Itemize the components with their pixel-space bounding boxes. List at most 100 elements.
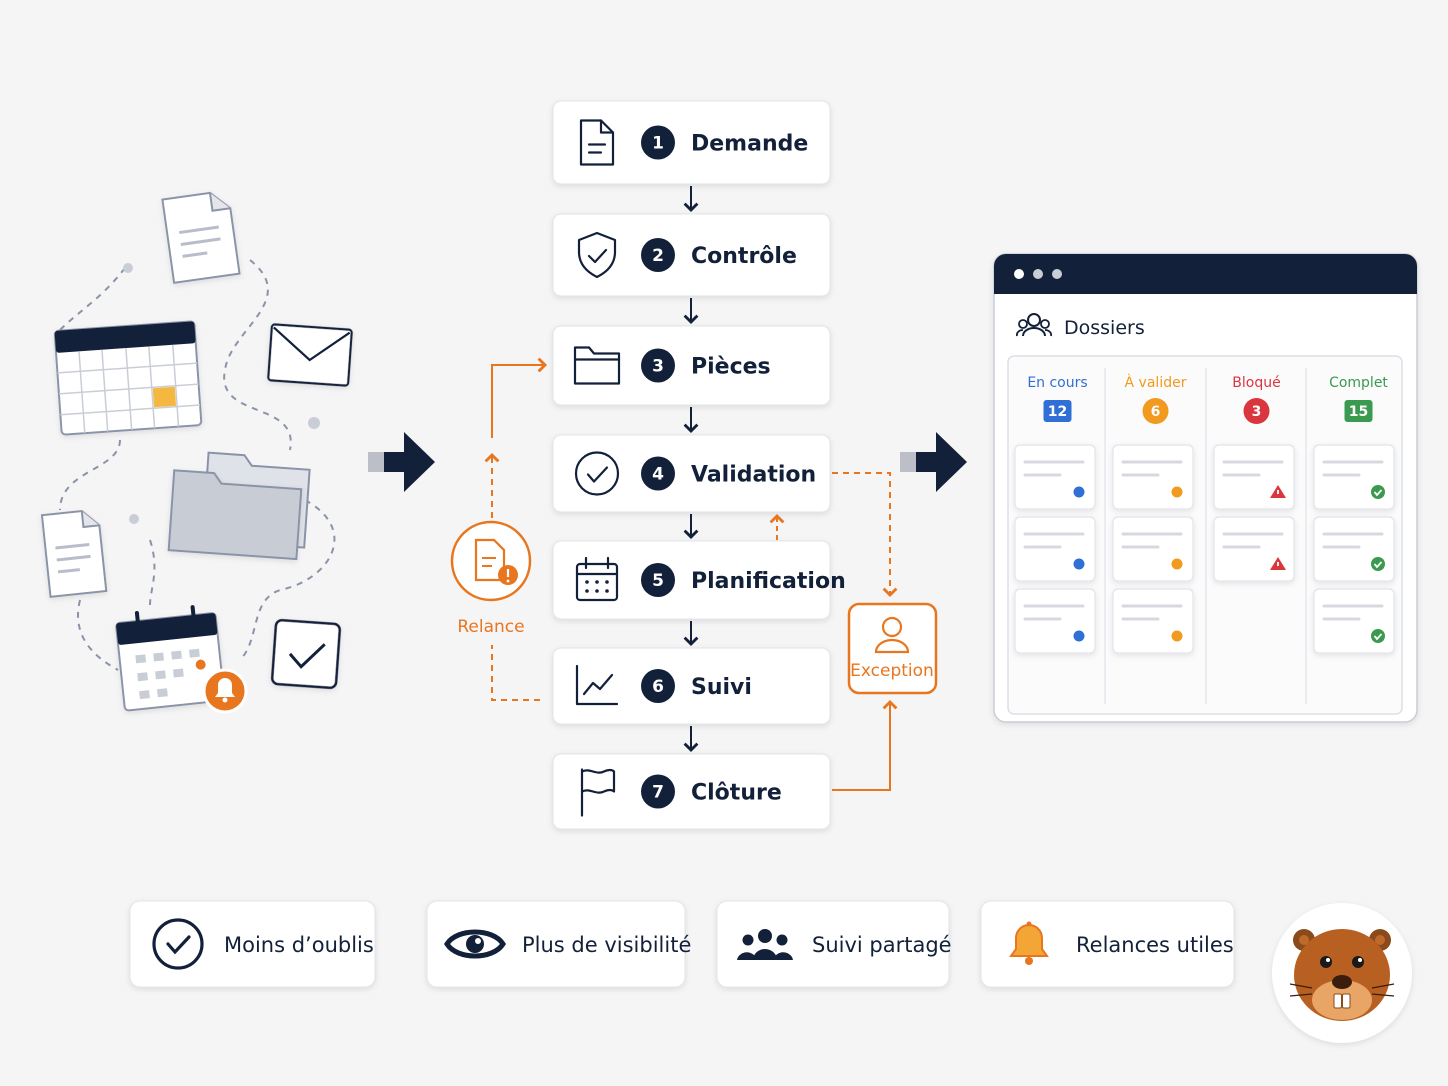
kanban-card[interactable] [1313, 444, 1395, 510]
step-label: Suivi [691, 675, 752, 700]
dashboard-window: Dossiers En cours 12 À valider 6 Bloqué 3 Comp… [993, 253, 1418, 723]
benefit-label: Suivi partagé [812, 933, 952, 957]
step-2[interactable]: 2 Contrôle [552, 213, 831, 297]
kanban-column[interactable]: Bloqué 3 [1205, 368, 1295, 704]
column-label: Complet [1329, 375, 1388, 391]
chaos-illustration [40, 191, 353, 714]
column-label: Bloqué [1232, 375, 1280, 391]
step-number-badge: 1 [641, 125, 675, 160]
column-count-badge: 12 [1043, 400, 1072, 422]
column-count-badge: 15 [1344, 400, 1373, 422]
status-dot [1171, 630, 1183, 642]
step-number-badge: 6 [641, 669, 675, 703]
check-circle-icon [152, 918, 204, 970]
flag-icon [580, 768, 616, 817]
step-label: Demande [691, 132, 808, 157]
checkbox-icon [270, 618, 342, 690]
step-number: 6 [652, 677, 664, 697]
users-icon [1016, 313, 1052, 337]
window-control[interactable] [1052, 269, 1062, 279]
warning-icon [1270, 557, 1286, 570]
kanban-card[interactable] [1112, 516, 1194, 582]
step-number: 2 [652, 246, 664, 266]
column-label: En cours [1027, 375, 1087, 391]
window-control[interactable] [1014, 269, 1024, 279]
step-card [552, 540, 831, 620]
kanban-card[interactable] [1014, 588, 1096, 654]
step-label: Planification [691, 569, 846, 594]
benefits-row: Moins d’oublis Plus de visibilité Suivi pa… [129, 900, 1235, 988]
step-6[interactable]: 6 Suivi [552, 647, 831, 725]
chart-line-icon [575, 664, 619, 706]
step-label: Clôture [691, 781, 782, 806]
exception-branch: Exception [832, 472, 938, 791]
window-titlebar [994, 254, 1417, 294]
step-number-badge: 3 [641, 348, 675, 383]
kanban-card[interactable] [1014, 444, 1096, 510]
check-icon [1371, 629, 1385, 643]
kanban-column[interactable]: En cours 12 [1014, 375, 1096, 654]
arrow-right-icon [368, 432, 435, 492]
kanban-column[interactable]: À valider 6 [1104, 368, 1194, 704]
column-count: 12 [1048, 404, 1067, 420]
warning-icon [1270, 485, 1286, 498]
column-count-badge: 3 [1243, 398, 1270, 424]
envelope-icon [267, 323, 353, 387]
kanban-columns: En cours 12 À valider 6 Bloqué 3 Complet 15 [1014, 368, 1395, 704]
step-card [552, 100, 831, 185]
kanban-card[interactable] [1313, 588, 1395, 654]
step-number-badge: 7 [641, 774, 675, 809]
step-label: Pièces [691, 355, 771, 380]
status-dot [1171, 486, 1183, 498]
beaver-mascot [1272, 903, 1412, 1043]
step-number: 7 [652, 783, 664, 803]
exception-box[interactable]: Exception [847, 602, 938, 695]
kanban-card[interactable] [1112, 444, 1194, 510]
bell-icon [202, 668, 248, 714]
kanban-column[interactable]: Complet 15 [1305, 368, 1395, 704]
column-count: 15 [1349, 404, 1368, 420]
kanban-card[interactable] [1213, 444, 1295, 510]
bell-icon [1009, 921, 1049, 965]
relance-badge[interactable] [450, 520, 532, 602]
kanban-card[interactable] [1014, 516, 1096, 582]
step-1[interactable]: 1 Demande [552, 100, 831, 185]
step-3[interactable]: 3 Pièces [552, 325, 831, 406]
window-control[interactable] [1033, 269, 1043, 279]
kanban-card[interactable] [1112, 588, 1194, 654]
step-card [552, 647, 831, 725]
kanban-card[interactable] [1213, 516, 1295, 582]
calendar-icon [53, 320, 203, 436]
document-icon [579, 119, 615, 166]
user-icon [874, 616, 910, 654]
step-label: Validation [691, 463, 816, 488]
step-card [552, 213, 831, 297]
folder-icon [573, 346, 621, 385]
calendar-icon [115, 605, 226, 712]
step-label: Contrôle [691, 244, 797, 269]
step-card [552, 325, 831, 406]
users-icon [737, 929, 793, 960]
status-dot [1073, 486, 1085, 498]
benefit-label: Relances utiles [1076, 933, 1234, 957]
kanban-card[interactable] [1313, 516, 1395, 582]
dashboard-title: Dossiers [1064, 317, 1145, 339]
check-icon [1371, 557, 1385, 571]
document-alert-icon [474, 538, 518, 585]
arrow-right-icon [900, 432, 967, 492]
step-7[interactable]: 7 Clôture [552, 753, 831, 830]
status-dot [1073, 630, 1085, 642]
column-count: 6 [1151, 404, 1161, 420]
step-number: 3 [652, 357, 664, 377]
benefit-label: Moins d’oublis [224, 933, 374, 957]
column-label: À valider [1125, 374, 1187, 391]
benefit-card: Plus de visibilité [426, 900, 691, 988]
column-count-badge: 6 [1142, 398, 1169, 424]
folder-icon [167, 451, 311, 561]
relance-loop: Relance [450, 357, 785, 701]
status-dot [1171, 558, 1183, 570]
